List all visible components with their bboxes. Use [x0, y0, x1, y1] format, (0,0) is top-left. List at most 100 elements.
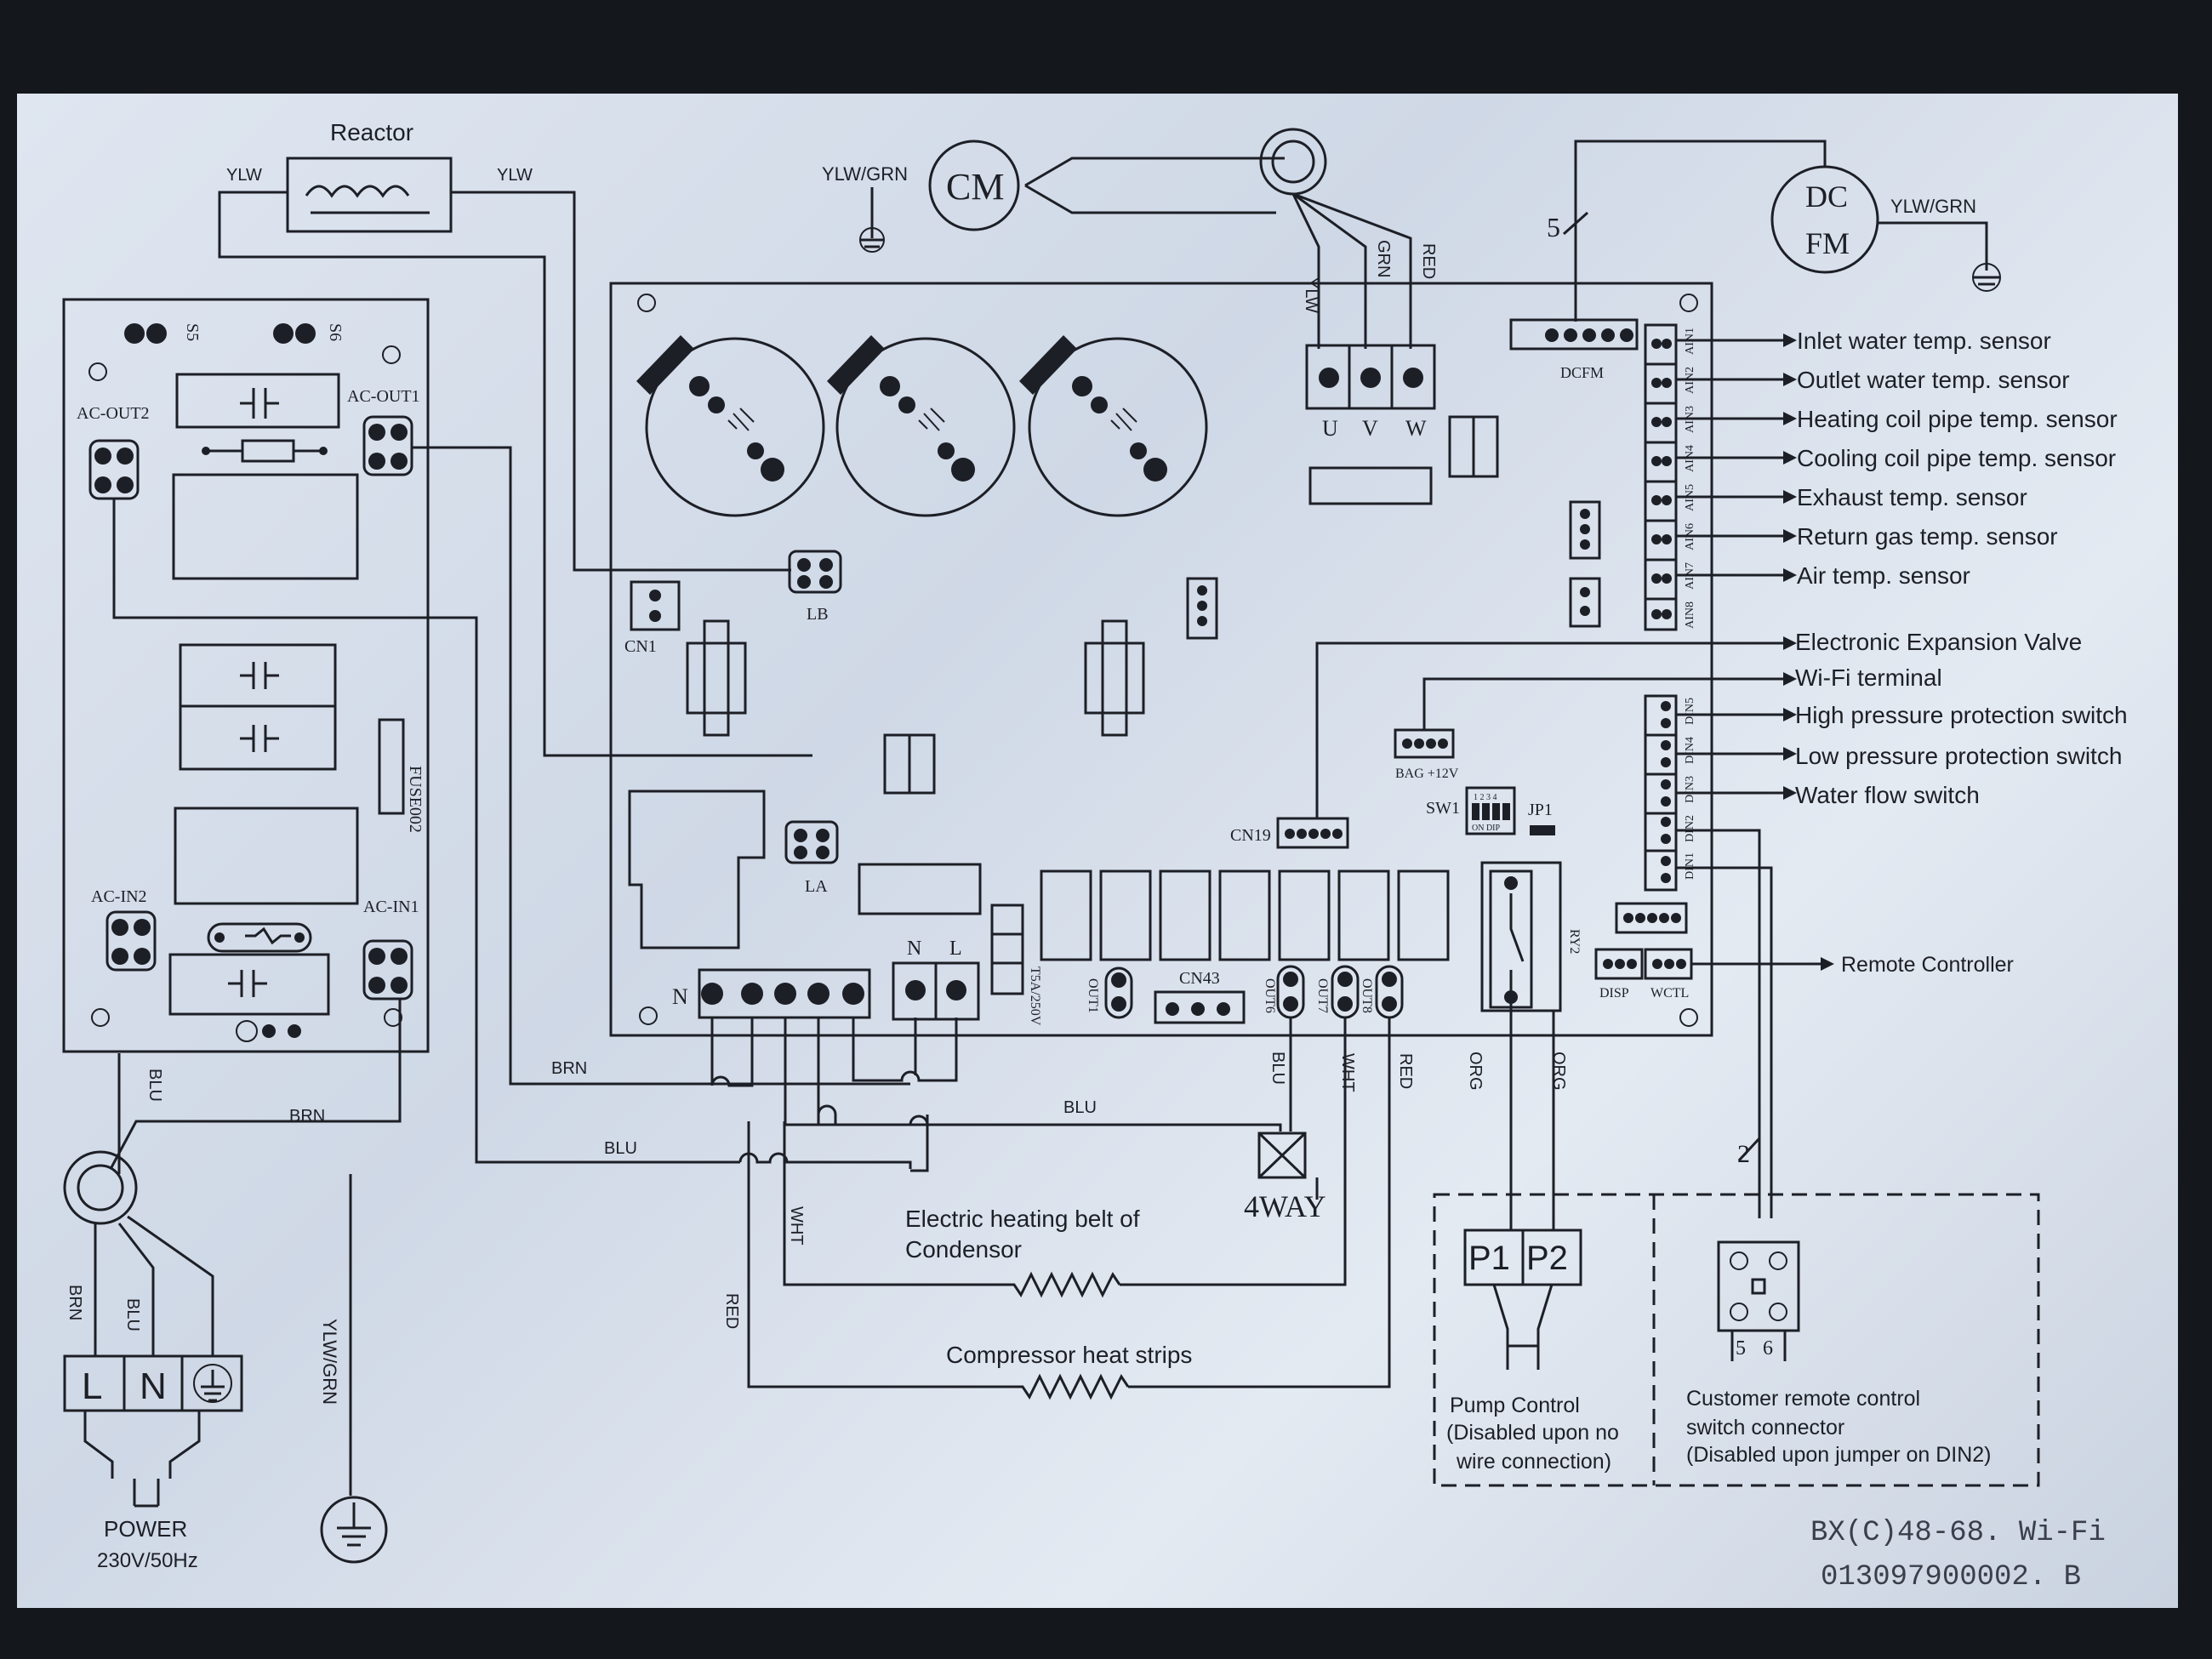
- compressor-motor: CM YLW/GRN YLW GRN RED: [822, 128, 1438, 349]
- customer-line3: (Disabled upon jumper on DIN2): [1686, 1443, 1992, 1467]
- din5-label: DIN5: [1684, 698, 1696, 725]
- dc-fan-motor: DC FM YLW/GRN 5: [1547, 140, 2001, 322]
- heater2-label: Compressor heat strips: [946, 1342, 1192, 1368]
- fm-wire: YLW/GRN: [1890, 196, 1976, 217]
- ac-in1-label: AC-IN1: [363, 898, 419, 916]
- terminal-5: 5: [1736, 1337, 1746, 1360]
- wire-brn-2: BRN: [289, 1107, 325, 1126]
- ac-out1-label: AC-OUT1: [347, 387, 420, 406]
- eev-label: Electronic Expansion Valve: [1795, 629, 2082, 655]
- sensor-inlet-water: Inlet water temp. sensor: [1797, 328, 2051, 354]
- water-flow-label: Water flow switch: [1795, 782, 1980, 808]
- wire-blu-2: BLU: [1063, 1098, 1097, 1117]
- reactor-wire-left: YLW: [226, 166, 262, 185]
- fuse002-label: FUSE002: [406, 766, 425, 833]
- din1-label: DIN1: [1684, 852, 1696, 880]
- fm-line2: FM: [1805, 226, 1850, 260]
- power-entry: BRN BLU L N POWER 230V/50Hz YLW/GRN: [63, 1150, 388, 1572]
- sw1-label: SW1: [1426, 799, 1460, 818]
- fuse-label: T5A/250V: [1028, 966, 1042, 1026]
- ac-in2-label: AC-IN2: [91, 887, 147, 906]
- l-label: L: [949, 938, 962, 960]
- dip-numbers: 1 2 3 4: [1474, 793, 1497, 802]
- ac-out2-wire: [112, 499, 740, 1164]
- terminal-6: 6: [1763, 1337, 1773, 1360]
- wire-blu-top: BLU: [145, 1069, 164, 1102]
- power-l-label: L: [82, 1365, 102, 1407]
- wire-ylwgrn: YLW/GRN: [319, 1319, 340, 1405]
- terminal-w: W: [1405, 416, 1427, 441]
- remote-controller-label: Remote Controller: [1841, 953, 2014, 977]
- din4-label: DIN4: [1684, 737, 1696, 764]
- fm-bundle: 5: [1547, 212, 1560, 242]
- heater1-line1: Electric heating belt of: [905, 1206, 1140, 1232]
- out1-label: OUT1: [1086, 978, 1100, 1013]
- cm-label: CM: [946, 166, 1004, 208]
- customer-line2: switch connector: [1686, 1416, 1844, 1440]
- high-pressure-label: High pressure protection switch: [1795, 702, 2128, 728]
- terminal-v: V: [1362, 416, 1378, 441]
- sensor-exhaust: Exhaust temp. sensor: [1797, 484, 2027, 510]
- power-n-label: N: [140, 1365, 167, 1407]
- bag-label: BAG +12V: [1395, 767, 1459, 781]
- s6-label: S6: [326, 323, 345, 341]
- out6-label: OUT6: [1263, 978, 1277, 1013]
- disp-label: DISP: [1599, 986, 1629, 1001]
- reactor-wire-to-la: [218, 191, 812, 757]
- din2-label: DIN2: [1684, 815, 1696, 842]
- wire-blu-v: BLU: [1268, 1052, 1287, 1085]
- sensor-heating-coil: Heating coil pipe temp. sensor: [1797, 406, 2118, 432]
- pump-line1: Pump Control: [1450, 1394, 1580, 1417]
- p2-label: P2: [1526, 1240, 1568, 1277]
- power-line2: 230V/50Hz: [97, 1549, 198, 1572]
- wire-brn-1: BRN: [551, 1059, 587, 1078]
- wire-wht-1: WHT: [787, 1206, 806, 1246]
- cm-wire-grn: GRN: [1374, 240, 1393, 277]
- wire-org-1: ORG: [1466, 1052, 1485, 1091]
- reactor-title: Reactor: [330, 119, 413, 145]
- lower-wiring: BLU 4WAY Electric heating belt of Conden…: [109, 829, 1773, 1400]
- dcfm-label: DCFM: [1560, 364, 1604, 381]
- din3-label: DIN3: [1684, 776, 1696, 803]
- ac-out2-label: AC-OUT2: [77, 404, 150, 423]
- ain8-label: AIN8: [1684, 601, 1696, 629]
- out8-label: OUT8: [1360, 978, 1374, 1013]
- wire-brn-l: BRN: [66, 1285, 84, 1320]
- lb-label: LB: [807, 605, 829, 624]
- reactor-wire-right: YLW: [497, 166, 533, 185]
- reactor-wire-to-lb: [451, 191, 791, 572]
- customer-line1: Customer remote control: [1686, 1387, 1920, 1411]
- out7-label: OUT7: [1315, 978, 1330, 1013]
- wifi-label: Wi-Fi terminal: [1795, 664, 1942, 691]
- main-board: U V W DCFM CN1 LB LA N: [609, 282, 1713, 1037]
- pump-line2: (Disabled upon no: [1446, 1421, 1619, 1445]
- sensor-outlet-water: Outlet water temp. sensor: [1797, 367, 2070, 393]
- model-line1: BX(C)48-68. Wi-Fi: [1810, 1517, 2106, 1549]
- customer-bundle: 2: [1737, 1140, 1750, 1168]
- dip-label: ON DIP: [1472, 824, 1500, 833]
- cn43-label: CN43: [1179, 969, 1220, 988]
- din-connectors: DIN5 DIN4 DIN3 DIN2 DIN1: [1644, 694, 1696, 892]
- ac-out1-wire: [412, 446, 910, 1086]
- wire-blu-1: BLU: [604, 1139, 637, 1158]
- cn19-label: CN19: [1230, 826, 1271, 845]
- model-line2: 013097900002. B: [1821, 1561, 2081, 1593]
- wire-blu-l: BLU: [123, 1298, 142, 1331]
- cn1-label: CN1: [624, 637, 657, 656]
- pump-line3: wire connection): [1456, 1450, 1611, 1474]
- cm-wire-red: RED: [1419, 243, 1438, 279]
- low-pressure-label: Low pressure protection switch: [1795, 743, 2122, 769]
- filter-board: S5 S6 AC-OUT2 AC-OUT1 FUSE002 AC-IN2 AC-…: [62, 298, 430, 1053]
- sensor-return-gas: Return gas temp. sensor: [1797, 523, 2058, 550]
- sensor-air: Air temp. sensor: [1797, 562, 1970, 589]
- s5-label: S5: [183, 323, 202, 341]
- fm-line1: DC: [1805, 180, 1848, 214]
- wire-wht-v: WHT: [1338, 1053, 1357, 1092]
- sensor-cooling-coil: Cooling coil pipe temp. sensor: [1797, 445, 2116, 471]
- ain-connectors: AIN1 AIN2 AIN3 AIN4 AIN5 AIN6 AIN7 AIN8: [1644, 323, 1696, 631]
- cm-wire: YLW/GRN: [822, 163, 908, 185]
- wire-red-1: RED: [722, 1293, 741, 1329]
- power-line1: POWER: [104, 1516, 187, 1542]
- la-label: LA: [805, 877, 828, 896]
- terminal-u: U: [1322, 416, 1338, 441]
